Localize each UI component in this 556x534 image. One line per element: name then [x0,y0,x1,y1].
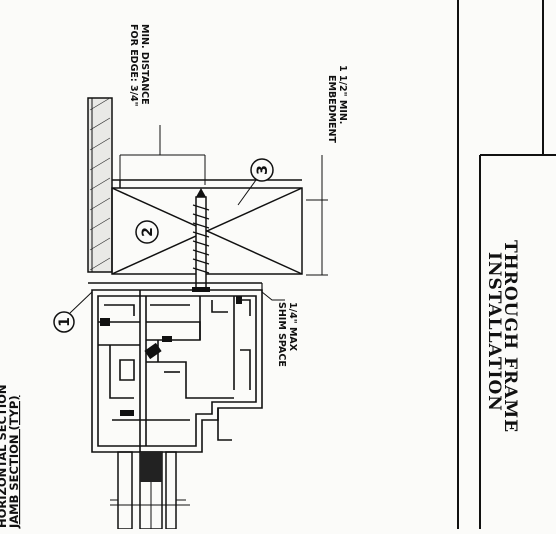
embedment-dimension [306,155,328,276]
title-line1: THROUGH FRAME [500,240,520,433]
note-min-distance: MIN. DISTANCE FOR EDGE: 3/4" [128,24,150,107]
title-block: THROUGH FRAME INSTALLATION [484,240,520,433]
callout-2-label: 2 [140,227,156,237]
section-title-line2: HORIZONTAL SECTION [0,384,9,528]
title-line2: INSTALLATION [484,252,504,412]
shim-leader [261,291,285,301]
wall-substrate [87,97,113,273]
edge-distance-dimension [119,125,206,185]
callout-3: 3 [237,158,274,206]
glass-unit [110,451,190,530]
note-min-distance-line2: FOR EDGE: 3/4" [128,24,139,107]
note-embedment: 1 1/2" MIN. EMBEDMENT [326,65,348,143]
section-title-line1: JAMB SECTION (TYP) [7,395,21,529]
note-embedment-line1: 1 1/2" MIN. [337,65,348,124]
anchor-screw [192,188,210,292]
callout-2: 2 [135,220,159,244]
note-shim-line2: SHIM SPACE [276,302,287,367]
section-title: JAMB SECTION (TYP) HORIZONTAL SECTION [0,384,21,529]
note-min-distance-line1: MIN. DISTANCE [139,24,150,105]
note-shim: 1/4" MAX SHIM SPACE [276,302,298,367]
note-shim-line1: 1/4" MAX [287,302,298,352]
callout-1-label: 1 [57,317,73,327]
note-embedment-line2: EMBEDMENT [326,75,337,143]
callout-3-label: 3 [255,165,271,175]
gaskets [100,296,242,416]
title-block-border [457,0,556,529]
window-frame-profile [91,289,263,453]
callout-1: 1 [53,291,93,333]
